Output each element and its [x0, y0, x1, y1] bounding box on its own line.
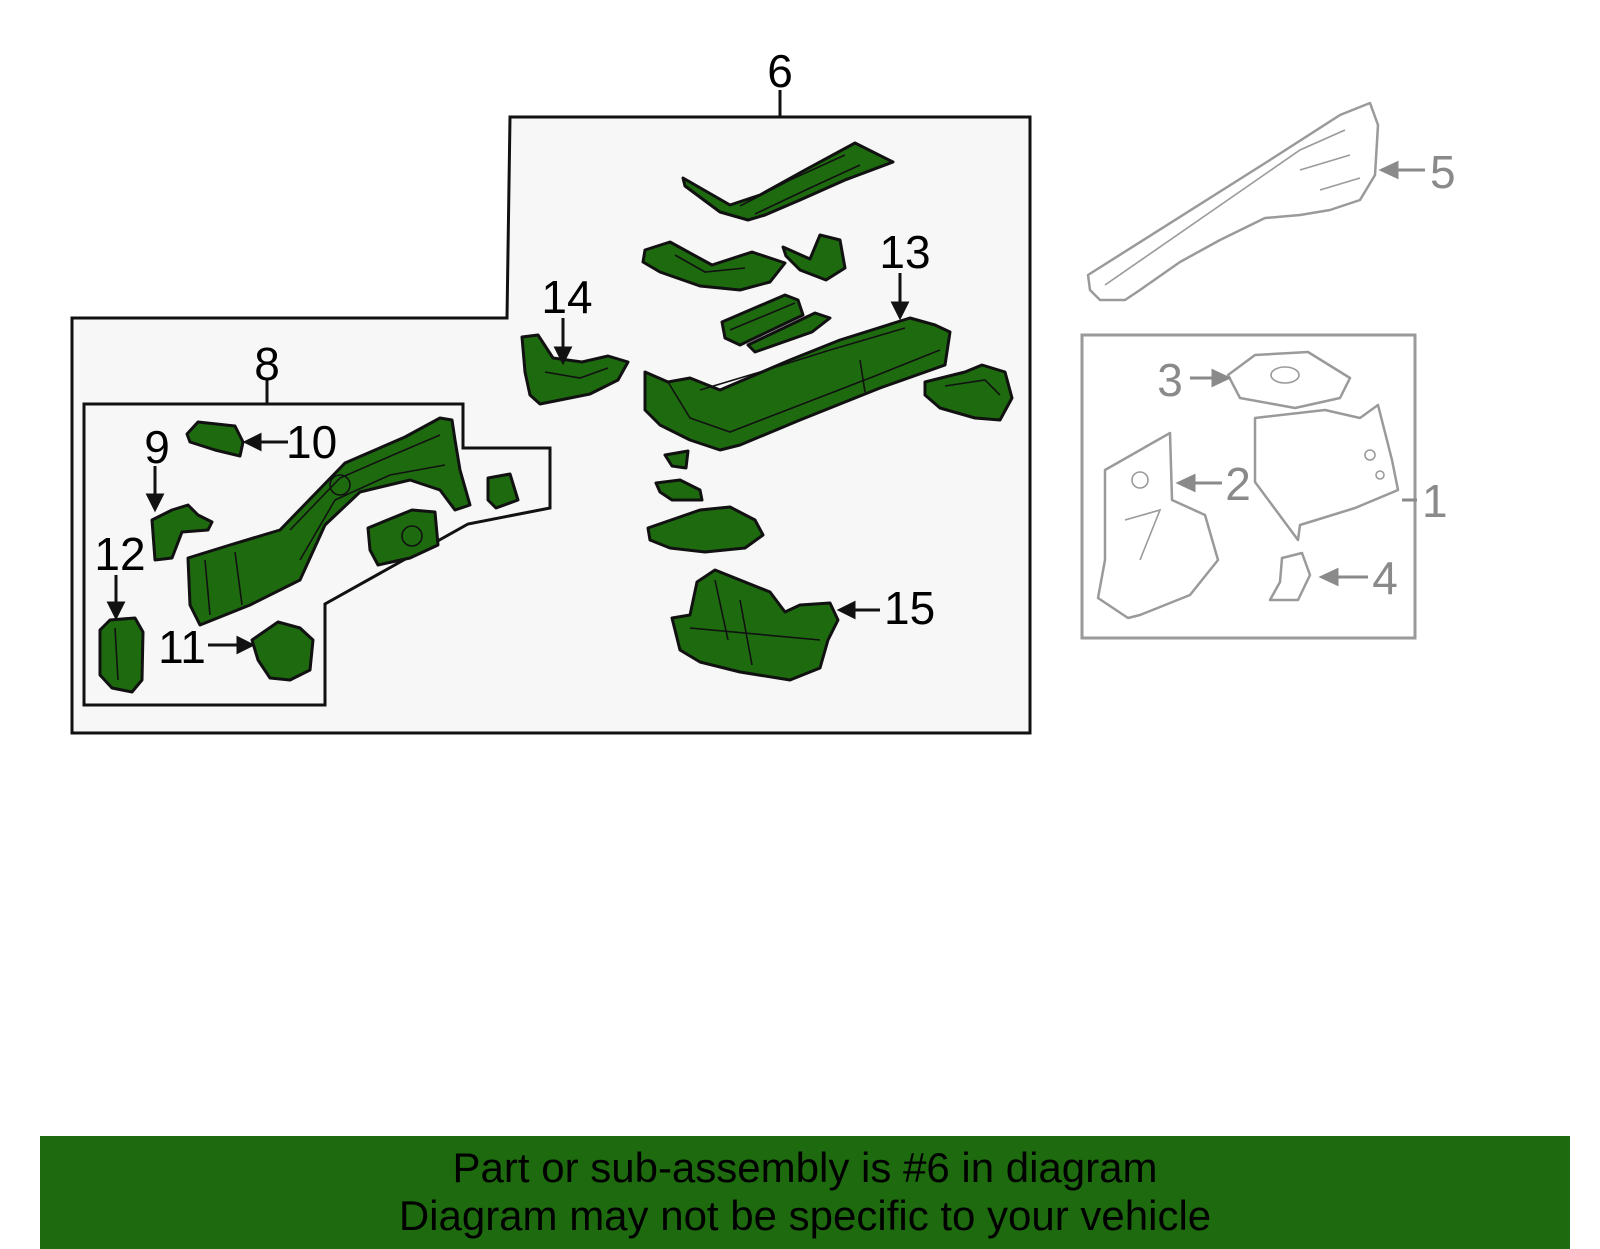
part-upper-bracket	[641, 240, 787, 292]
ghost-leader-lines	[1175, 160, 1425, 587]
part-reinforcement	[720, 293, 832, 354]
group-6-outline	[70, 115, 1032, 735]
part-upper-rail	[681, 141, 895, 222]
callout-2: 2	[1225, 458, 1251, 510]
part-2-panel-ghost	[1096, 431, 1220, 620]
callout-4: 4	[1372, 552, 1398, 604]
info-banner: Part or sub-assembly is #6 in diagram Di…	[40, 1136, 1570, 1249]
callout-15: 15	[884, 582, 935, 634]
callout-10: 10	[286, 416, 337, 468]
part-small-clip	[781, 233, 847, 282]
callout-9: 9	[144, 421, 170, 473]
part-9-bracket	[150, 503, 214, 562]
callout-3: 3	[1157, 354, 1183, 406]
part-15-shield	[670, 568, 840, 682]
banner-line-1: Part or sub-assembly is #6 in diagram	[452, 1144, 1158, 1191]
banner-line-2: Diagram may not be specific to your vehi…	[398, 1192, 1212, 1239]
callout-1: 1	[1422, 475, 1448, 527]
part-11-bracket	[250, 620, 315, 682]
group-8-outline	[82, 402, 552, 707]
callout-14: 14	[541, 271, 592, 323]
part-small-tabs	[654, 449, 704, 502]
part-8-small-bracket	[486, 472, 520, 510]
part-3-mount-ghost	[1226, 350, 1352, 410]
callout-6: 6	[767, 45, 793, 97]
leader-lines	[106, 273, 910, 655]
part-4-clip-ghost	[1268, 551, 1312, 602]
callout-11: 11	[158, 621, 206, 673]
callout-8: 8	[254, 338, 280, 390]
part-13-frame-rail	[643, 316, 952, 452]
part-lower-plate	[646, 505, 765, 554]
callout-13: 13	[879, 226, 930, 278]
group-1-outline	[1080, 333, 1417, 640]
callout-12: 12	[94, 528, 145, 580]
part-14-bracket	[520, 333, 630, 406]
part-8-side-member	[186, 416, 472, 627]
part-rear-bracket	[923, 363, 1014, 422]
part-1-housing-ghost	[1253, 403, 1400, 542]
part-10-bracket	[185, 420, 245, 458]
part-5-apron-ghost	[1086, 101, 1380, 302]
callout-5: 5	[1430, 146, 1456, 198]
parts-diagram: 6 13 14 8 9 10 12 11 15 5 3 2 1 4	[70, 45, 1456, 735]
part-8-plate	[366, 508, 440, 567]
part-12-bracket	[98, 616, 145, 694]
